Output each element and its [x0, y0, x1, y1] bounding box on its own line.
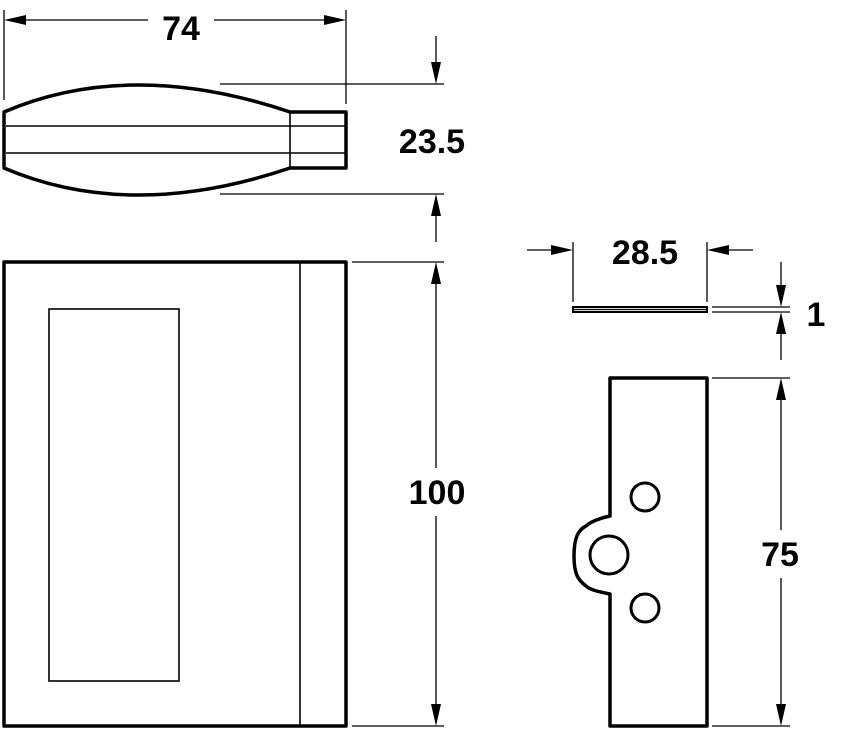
dimension-label-top-thickness: 23.5: [399, 123, 465, 161]
dimension-label-plate-height: 75: [761, 536, 799, 574]
handle-front-body: [2, 260, 348, 728]
arrow-right: [551, 245, 573, 255]
arrow-up: [431, 194, 441, 216]
arrow-down: [776, 704, 786, 726]
dimension-plate-height: 75: [712, 377, 799, 727]
plate-outline: [572, 376, 709, 728]
arrow-up: [776, 378, 786, 400]
dimension-top-thickness: 23.5: [220, 36, 465, 242]
plate-screw-hole-center: [588, 534, 630, 576]
plate-screw-hole-lower: [629, 592, 661, 624]
arrow-up: [776, 312, 786, 334]
arrow-left: [4, 15, 26, 25]
arrow-down: [431, 704, 441, 726]
dimension-top-width: 74: [3, 10, 347, 104]
handle-front-recess: [48, 308, 180, 682]
dimension-plate-width: 28.5: [527, 234, 753, 302]
dimension-label-plate-width: 28.5: [612, 234, 678, 272]
handle-top-profile: [2, 83, 348, 197]
dimension-label-top-width: 74: [162, 10, 200, 48]
front-view: [2, 260, 348, 728]
arrow-left: [707, 245, 729, 255]
dimension-plate-thickness: 1: [712, 262, 825, 360]
dimension-label-front-height: 100: [409, 474, 466, 512]
plate-edge-view: [572, 306, 708, 313]
arrow-down: [431, 62, 441, 84]
dimension-front-height: 100: [352, 261, 466, 727]
top-view: [2, 83, 348, 197]
arrow-up: [431, 262, 441, 284]
arrow-right: [324, 15, 346, 25]
plate-screw-hole-upper: [629, 481, 661, 513]
dimension-label-plate-thickness: 1: [807, 296, 826, 334]
plate-front-view: [572, 376, 709, 728]
arrow-down: [776, 285, 786, 307]
